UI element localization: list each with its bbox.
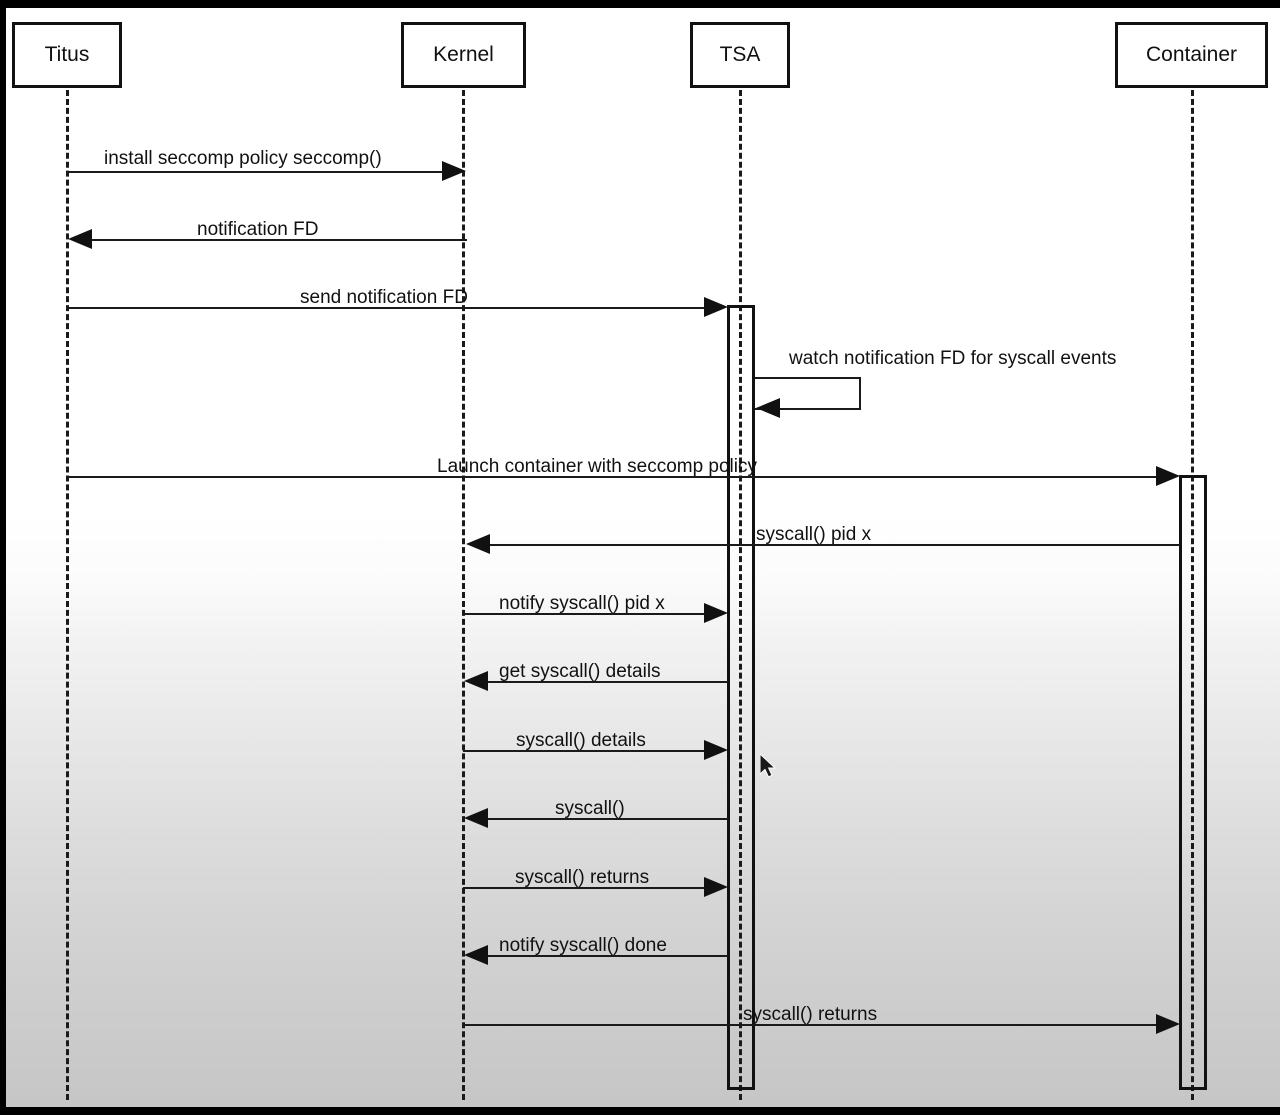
message-label-2: notification FD (197, 219, 319, 240)
message-line-3 (67, 307, 708, 309)
lifeline-tsa (739, 90, 742, 1100)
message-label-4: watch notification FD for syscall events (789, 348, 1117, 369)
message-line-10 (487, 818, 728, 820)
message-arrowhead-12 (464, 945, 488, 965)
participant-box-tsa[interactable]: TSA (690, 22, 790, 88)
participant-box-kernel[interactable]: Kernel (401, 22, 526, 88)
message-arrowhead-2 (68, 229, 92, 249)
message-line-11 (463, 887, 708, 889)
message-line-5 (67, 476, 1160, 478)
message-label-7: notify syscall() pid x (499, 593, 665, 614)
message-line-2 (91, 239, 467, 241)
sequence-diagram-canvas: Titus Kernel TSA Container install secco… (6, 8, 1280, 1107)
message-label-12: notify syscall() done (499, 935, 667, 956)
participant-label-container: Container (1145, 43, 1238, 66)
message-line-9 (463, 750, 708, 752)
lifeline-container (1191, 90, 1194, 1100)
message-arrowhead-1 (442, 161, 466, 181)
message-arrowhead-7 (704, 603, 728, 623)
message-line-12 (487, 955, 728, 957)
activation-bar-container (1179, 475, 1207, 1090)
message-selfloop-4 (755, 377, 861, 410)
message-arrowhead-13 (1156, 1014, 1180, 1034)
participant-label-tsa: TSA (719, 43, 761, 66)
message-label-6: syscall() pid x (756, 524, 872, 545)
lifeline-kernel (462, 90, 465, 1100)
message-line-13 (463, 1024, 1160, 1026)
message-arrowhead-9 (704, 740, 728, 760)
activation-bar-tsa (727, 305, 755, 1090)
message-line-7 (463, 613, 708, 615)
message-line-6 (490, 544, 1180, 546)
participant-label-titus: Titus (44, 43, 90, 66)
participant-box-titus[interactable]: Titus (12, 22, 122, 88)
message-arrowhead-8 (464, 671, 488, 691)
message-label-1: install seccomp policy seccomp() (104, 148, 382, 169)
message-line-1 (67, 171, 447, 173)
message-label-8: get syscall() details (499, 661, 661, 682)
message-label-9: syscall() details (516, 730, 646, 751)
message-arrowhead-5 (1156, 466, 1180, 486)
participant-label-kernel: Kernel (433, 43, 494, 66)
message-label-11: syscall() returns (515, 867, 650, 888)
message-label-13: syscall() returns (743, 1004, 878, 1025)
message-label-3: send notification FD (300, 287, 468, 308)
message-arrowhead-6 (466, 534, 490, 554)
message-arrowhead-3 (704, 297, 728, 317)
message-arrowhead-11 (704, 877, 728, 897)
message-arrowhead-4 (756, 398, 780, 418)
message-label-10: syscall() (555, 798, 625, 819)
lifeline-titus (66, 90, 69, 1100)
message-arrowhead-10 (464, 808, 488, 828)
message-line-8 (487, 681, 728, 683)
message-label-5: Launch container with seccomp policy (437, 456, 758, 477)
participant-box-container[interactable]: Container (1115, 22, 1268, 88)
